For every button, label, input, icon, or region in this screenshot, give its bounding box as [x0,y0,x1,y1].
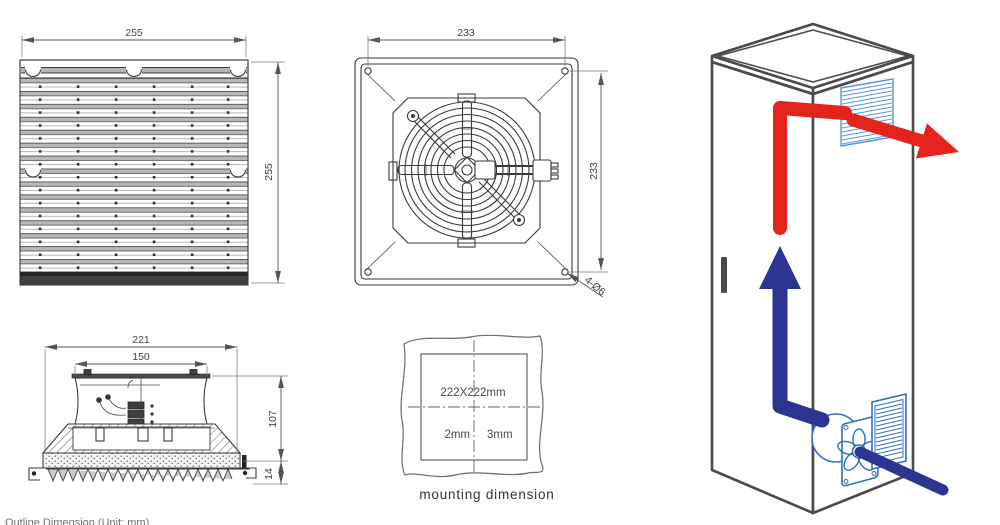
cold-air-arrowhead [759,246,801,289]
cold-air-flow [759,246,949,496]
side-fan-width-label: 150 [132,351,150,363]
fan-corner-holes [364,67,569,276]
mounting-dimension-caption: mounting dimension [419,487,554,502]
side-section-view: 221 150 107 14 [28,334,288,485]
fan-width-dimension: 233 [367,27,566,66]
side-fan-width-dimension: 150 [74,351,208,376]
grille-width-dimension: 255 [21,27,247,57]
side-outer-width-label: 221 [132,334,150,346]
fan-holes-callout: 4-Ø6 [566,272,608,298]
cabinet-lid-inner-line [717,29,909,83]
fan-height-dimension: 233 [570,70,608,273]
fan-inner-frame [360,63,573,280]
hot-air-flow-shapes [773,101,959,235]
mounting-cutout-view: 222X222mm 2mm 3mm mounting dimension [400,334,554,502]
side-fan-housing [71,369,211,455]
intake-filter-louvers [875,403,903,459]
grille-middle-notches [24,167,247,178]
fan-holes-label: 4-Ø6 [582,274,608,298]
grille-outline [19,59,249,286]
intake-filter-inner [874,399,904,464]
grille-height-label: 255 [263,163,275,181]
cabinet-door-handle [721,257,727,293]
grille-top-notches [24,66,247,77]
hot-air-riser [773,101,852,235]
side-louver-teeth [28,455,257,483]
side-height-label: 107 [267,410,279,428]
side-outer-width-dimension: 221 [44,334,238,451]
side-filter-mat [42,452,241,469]
grille-bottom-bar-shadow [20,272,248,276]
cutout-size-label: 222X222mm [440,387,505,399]
hot-air-flow [773,101,959,235]
panel-thickness-max-label: 3mm [487,429,513,441]
grille-width-label: 255 [125,27,143,39]
fan-guard [397,100,559,240]
hot-air-exit-shaft [846,113,929,148]
grille-front-view: 255 255 [19,27,285,286]
panel-thickness-min-label: 2mm [444,429,470,441]
grille-height-dimension: 255 [251,61,285,284]
fan-height-label: 233 [588,162,600,180]
cabinet-airflow-illustration [710,22,959,515]
cold-air-flow-shapes [759,246,949,496]
fan-width-label: 233 [457,27,475,39]
cold-air-intake-duct [854,446,949,496]
outline-dimension-footnote: Outline Dimension (Unit: mm) [5,517,149,525]
side-mounting-frame [41,423,242,454]
hot-air-exit-arrowhead [916,123,959,159]
side-louver-depth-dimension: 14 [253,461,288,485]
grille-louver-slats [20,78,248,272]
cold-air-riser [772,280,830,428]
side-louver-depth-label: 14 [263,468,275,480]
fan-rear-view: 233 233 4-Ø6 [354,27,608,298]
